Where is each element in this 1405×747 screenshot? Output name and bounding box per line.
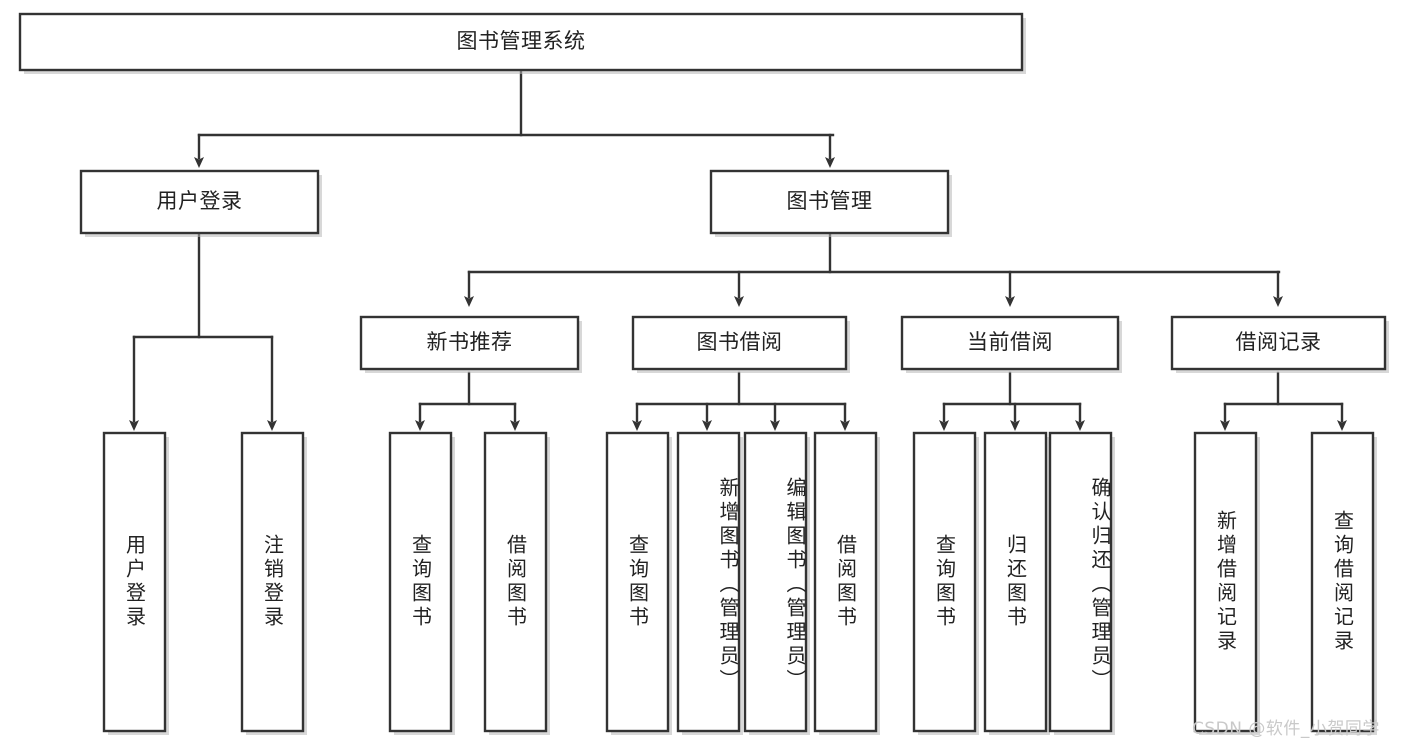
node-rect-book-management [709, 169, 950, 235]
node-rect-leaf-query-book-1 [388, 431, 453, 733]
node-rect-leaf-user-logout [240, 431, 305, 733]
connector-lines [129, 68, 1347, 431]
node-rect-leaf-confirm-return [1048, 431, 1113, 733]
node-rect-book-borrow [631, 315, 848, 371]
csdn-watermark: CSDN @软件_小贺同学 [1192, 719, 1380, 739]
node-rect-leaf-query-book-2 [605, 431, 670, 733]
node-rect-borrow-record [1170, 315, 1387, 371]
node-rect-root [18, 12, 1024, 72]
node-rect-leaf-return-book [983, 431, 1048, 733]
node-rect-leaf-query-record [1310, 431, 1375, 733]
node-rect-leaf-user-login [102, 431, 167, 733]
node-rect-leaf-add-record [1193, 431, 1258, 733]
node-rect-leaf-query-book-3 [912, 431, 977, 733]
node-rect-leaf-add-book [676, 431, 741, 733]
node-rect-current-borrow [900, 315, 1120, 371]
node-rect-leaf-borrow-book-2 [813, 431, 878, 733]
node-rect-new-book-recommend [359, 315, 580, 371]
node-rect-leaf-edit-book [743, 431, 808, 733]
node-boxes [18, 12, 1389, 735]
node-rect-leaf-borrow-book-1 [483, 431, 548, 733]
node-rect-user-login [79, 169, 320, 235]
